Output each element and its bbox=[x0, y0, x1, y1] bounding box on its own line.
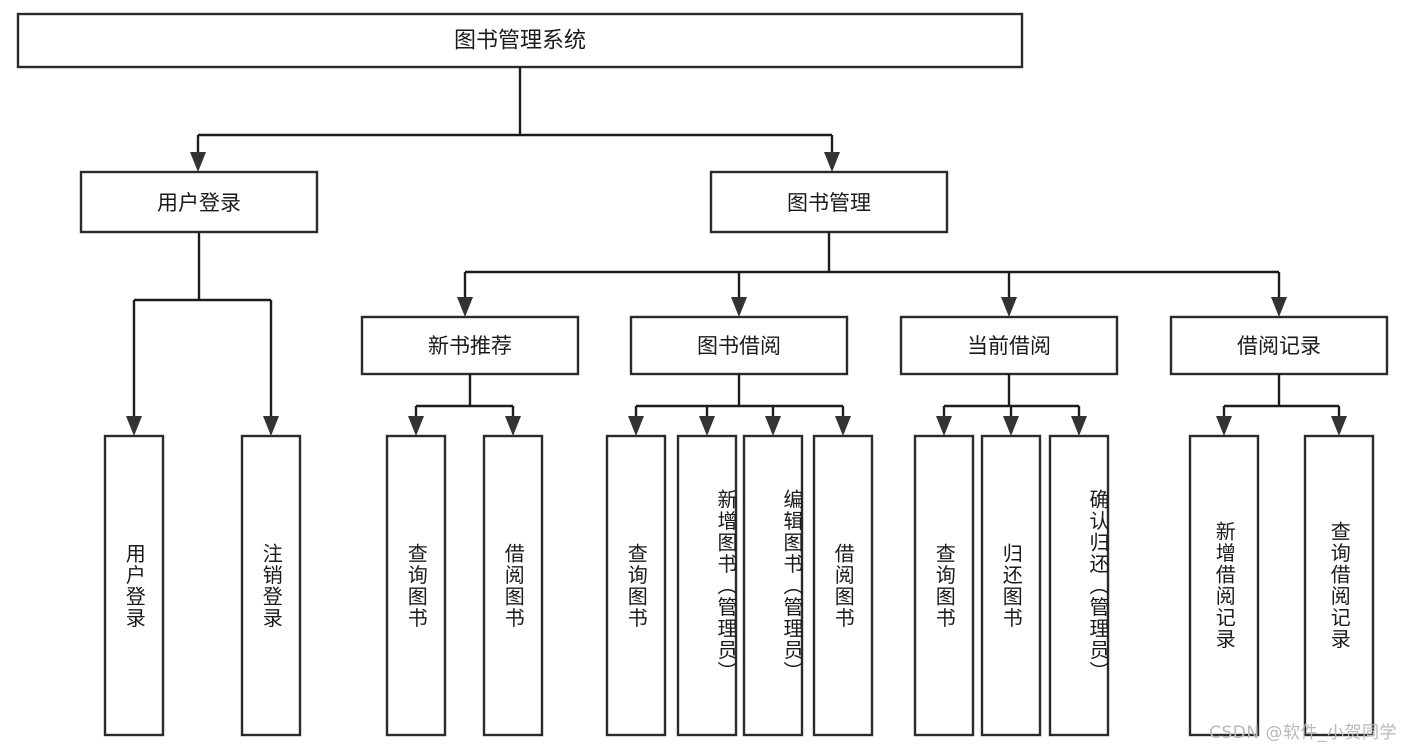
arrowhead-cb-return bbox=[1003, 416, 1019, 436]
new-book-recommend-box[interactable] bbox=[360, 315, 580, 376]
arrowhead-leaf-logout bbox=[263, 416, 279, 436]
current-borrow-box[interactable] bbox=[899, 315, 1119, 376]
borrow-records-box[interactable] bbox=[1169, 315, 1389, 376]
csdn-watermark: CSDN @软件_小贺同学 bbox=[1209, 723, 1397, 743]
node-current-borrow[interactable]: 当前借阅 bbox=[899, 315, 1119, 376]
arrowhead-cb-query bbox=[936, 416, 952, 436]
arrowhead-book-mgmt bbox=[824, 152, 840, 172]
arrowhead-nb-query bbox=[408, 416, 424, 436]
leaf-box-cb-confirm-return[interactable] bbox=[1048, 434, 1110, 737]
leaf-box-bb-edit-book[interactable] bbox=[742, 434, 804, 737]
leaf-box-bb-query-book[interactable] bbox=[605, 434, 667, 737]
arrowhead-bb-edit bbox=[765, 416, 781, 436]
connector-borrowrecords-to-leaves bbox=[1216, 374, 1347, 436]
arrowhead-bb-add bbox=[699, 416, 715, 436]
arrowhead-nb-borrow bbox=[505, 416, 521, 436]
book-management-label: 图书管理 bbox=[787, 191, 871, 215]
new-book-recommend-label: 新书推荐 bbox=[428, 334, 512, 358]
root-box[interactable] bbox=[16, 12, 1024, 69]
leaf-box-br-add-record[interactable] bbox=[1188, 434, 1260, 737]
connector-userlogin-to-leaves bbox=[126, 232, 279, 436]
connector-newbook-to-leaves bbox=[408, 374, 521, 436]
leaf-box-cb-return-book[interactable] bbox=[980, 434, 1042, 737]
arrowhead-br-add bbox=[1216, 416, 1232, 436]
arrowhead-bb-borrow bbox=[835, 416, 851, 436]
borrow-records-label: 借阅记录 bbox=[1237, 334, 1321, 358]
leaf-box-cb-query-book[interactable] bbox=[913, 434, 975, 737]
arrowhead-new-book bbox=[457, 297, 473, 317]
leaf-box-br-query-record[interactable] bbox=[1303, 434, 1375, 737]
node-new-book-recommend[interactable]: 新书推荐 bbox=[360, 315, 580, 376]
current-borrow-label: 当前借阅 bbox=[967, 334, 1051, 358]
connector-bookborrow-to-leaves bbox=[628, 374, 851, 436]
node-root[interactable]: 图书管理系统 bbox=[16, 12, 1024, 69]
connector-root-to-level2 bbox=[190, 67, 840, 172]
node-borrow-records[interactable]: 借阅记录 bbox=[1169, 315, 1389, 376]
leaf-box-logout[interactable] bbox=[240, 434, 302, 737]
connector-currentborrow-to-leaves bbox=[936, 374, 1087, 436]
arrowhead-cb-confirm bbox=[1071, 416, 1087, 436]
arrowhead-borrow-records bbox=[1271, 297, 1287, 317]
leaf-box-nb-query-book[interactable] bbox=[385, 434, 447, 737]
arrowhead-book-borrow bbox=[731, 297, 747, 317]
leaf-box-nb-borrow-book[interactable] bbox=[482, 434, 544, 737]
leaf-box-bb-add-book[interactable] bbox=[676, 434, 738, 737]
node-book-borrow[interactable]: 图书借阅 bbox=[629, 315, 849, 376]
arrowhead-bb-query bbox=[628, 416, 644, 436]
leaf-box-user-login[interactable] bbox=[103, 434, 165, 737]
arrowhead-user-login bbox=[190, 152, 206, 172]
connector-bookmgmt-to-level3 bbox=[457, 232, 1287, 317]
book-management-box[interactable] bbox=[709, 170, 949, 234]
arrowhead-leaf-user-login bbox=[126, 416, 142, 436]
node-user-login[interactable]: 用户登录 bbox=[79, 170, 319, 234]
arrowhead-current-borrow bbox=[1001, 297, 1017, 317]
node-book-management[interactable]: 图书管理 bbox=[709, 170, 949, 234]
root-label: 图书管理系统 bbox=[454, 29, 586, 54]
arrowhead-br-query bbox=[1331, 416, 1347, 436]
book-borrow-label: 图书借阅 bbox=[697, 334, 781, 358]
user-login-label: 用户登录 bbox=[157, 191, 241, 215]
leaf-box-bb-borrow-book[interactable] bbox=[812, 434, 874, 737]
book-borrow-box[interactable] bbox=[629, 315, 849, 376]
